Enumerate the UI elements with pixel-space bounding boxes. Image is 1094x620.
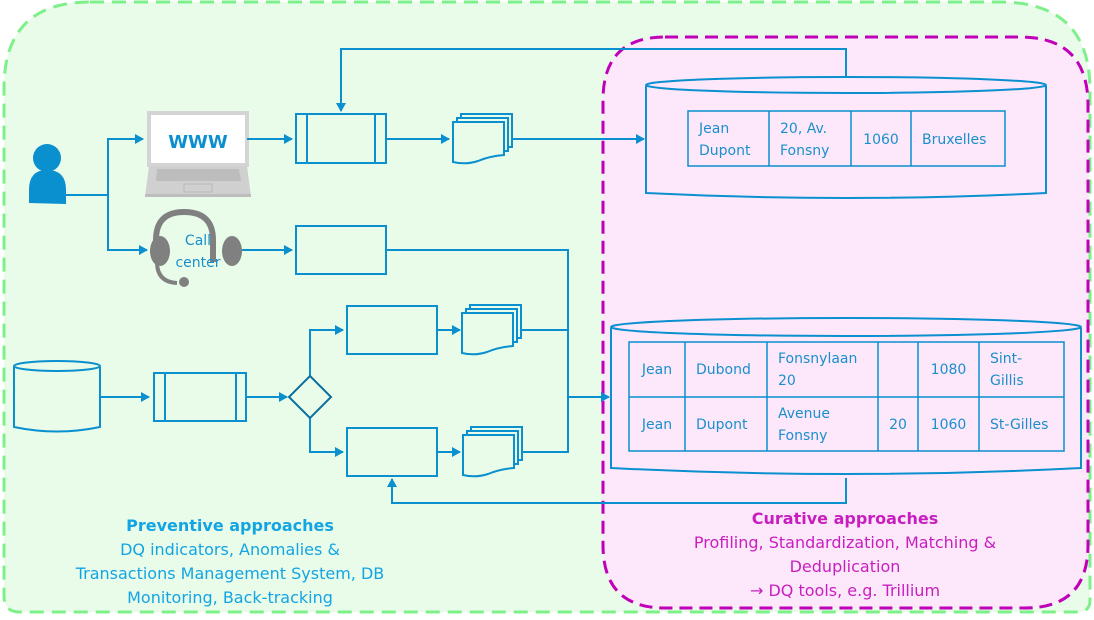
top-db-table <box>687 110 1006 167</box>
curative-caption: Curative approaches Profiling, Standardi… <box>640 507 1050 603</box>
process-upper[interactable] <box>346 305 438 355</box>
preventive-title: Preventive approaches <box>126 516 334 535</box>
edge-lowerdocs-to-merge <box>522 397 569 453</box>
call-center-label-2: center <box>175 255 220 271</box>
preventive-line-1: DQ indicators, Anomalies & <box>120 540 340 559</box>
process-batch[interactable] <box>153 372 247 422</box>
source-database <box>13 360 101 433</box>
top-db-cell: 1060 <box>863 132 899 148</box>
preventive-line-3: Monitoring, Back-tracking <box>127 588 333 607</box>
headset-icon <box>150 208 242 287</box>
bottom-db-cell: Dubond <box>696 362 751 378</box>
target-database-top <box>645 76 1047 199</box>
bottom-db-cell: Sint- <box>990 351 1022 367</box>
bottom-db-cell: Jean <box>641 417 672 433</box>
curative-line-3: → DQ tools, e.g. Trillium <box>749 581 941 600</box>
process-lower[interactable] <box>346 427 438 477</box>
target-database-bottom <box>610 317 1082 475</box>
bottom-db-cell: St-Gilles <box>990 417 1048 433</box>
edge-bottomdb-feedback <box>387 478 847 504</box>
edge-box-to-merge <box>386 249 569 397</box>
edge-to-laptop <box>107 134 144 195</box>
curative-line-2: Deduplication <box>789 557 901 576</box>
top-db-cell: Jean <box>698 121 729 137</box>
top-db-cell: Bruxelles <box>922 132 986 148</box>
decision-diamond[interactable] <box>287 374 333 420</box>
call-center-label-1: Call <box>185 233 211 249</box>
bottom-db-cell: Jean <box>641 362 672 378</box>
curative-line-1: Profiling, Standardization, Matching & <box>693 533 997 552</box>
bottom-db-cell: Gillis <box>990 373 1024 389</box>
top-db-cell: Dupont <box>699 143 751 159</box>
edge-decision-to-upper <box>309 325 344 376</box>
documents-upper <box>461 304 522 356</box>
user-icon <box>29 144 66 204</box>
bottom-db-cell: Fonsnylaan <box>778 351 857 367</box>
bottom-db-cell: 1080 <box>931 362 967 378</box>
bottom-db-cell: 1060 <box>931 417 967 433</box>
process-web[interactable] <box>295 113 387 164</box>
bottom-db-cell: 20 <box>778 373 796 389</box>
bottom-db-cell: Dupont <box>696 417 748 433</box>
laptop-icon <box>145 111 251 197</box>
bottom-db-table <box>628 341 1065 452</box>
laptop-label: WWW <box>168 132 228 153</box>
bottom-db-cell: 20 <box>889 417 907 433</box>
edge-topdb-feedback <box>336 48 847 112</box>
top-db-cell: Fonsny <box>780 143 829 159</box>
edge-decision-to-lower <box>309 417 344 457</box>
top-db-cell: 20, Av. <box>780 121 827 137</box>
edge-to-callcenter <box>107 195 148 255</box>
documents-lower <box>462 426 523 478</box>
bottom-db-cell: Fonsny <box>778 428 827 444</box>
bottom-db-cell: Avenue <box>778 406 830 422</box>
curative-title: Curative approaches <box>751 509 939 528</box>
preventive-caption: Preventive approaches DQ indicators, Ano… <box>40 514 420 610</box>
preventive-line-2: Transactions Management System, DB <box>75 564 385 583</box>
connectors <box>66 48 847 504</box>
documents-top <box>452 113 513 165</box>
process-callcenter[interactable] <box>295 225 387 275</box>
